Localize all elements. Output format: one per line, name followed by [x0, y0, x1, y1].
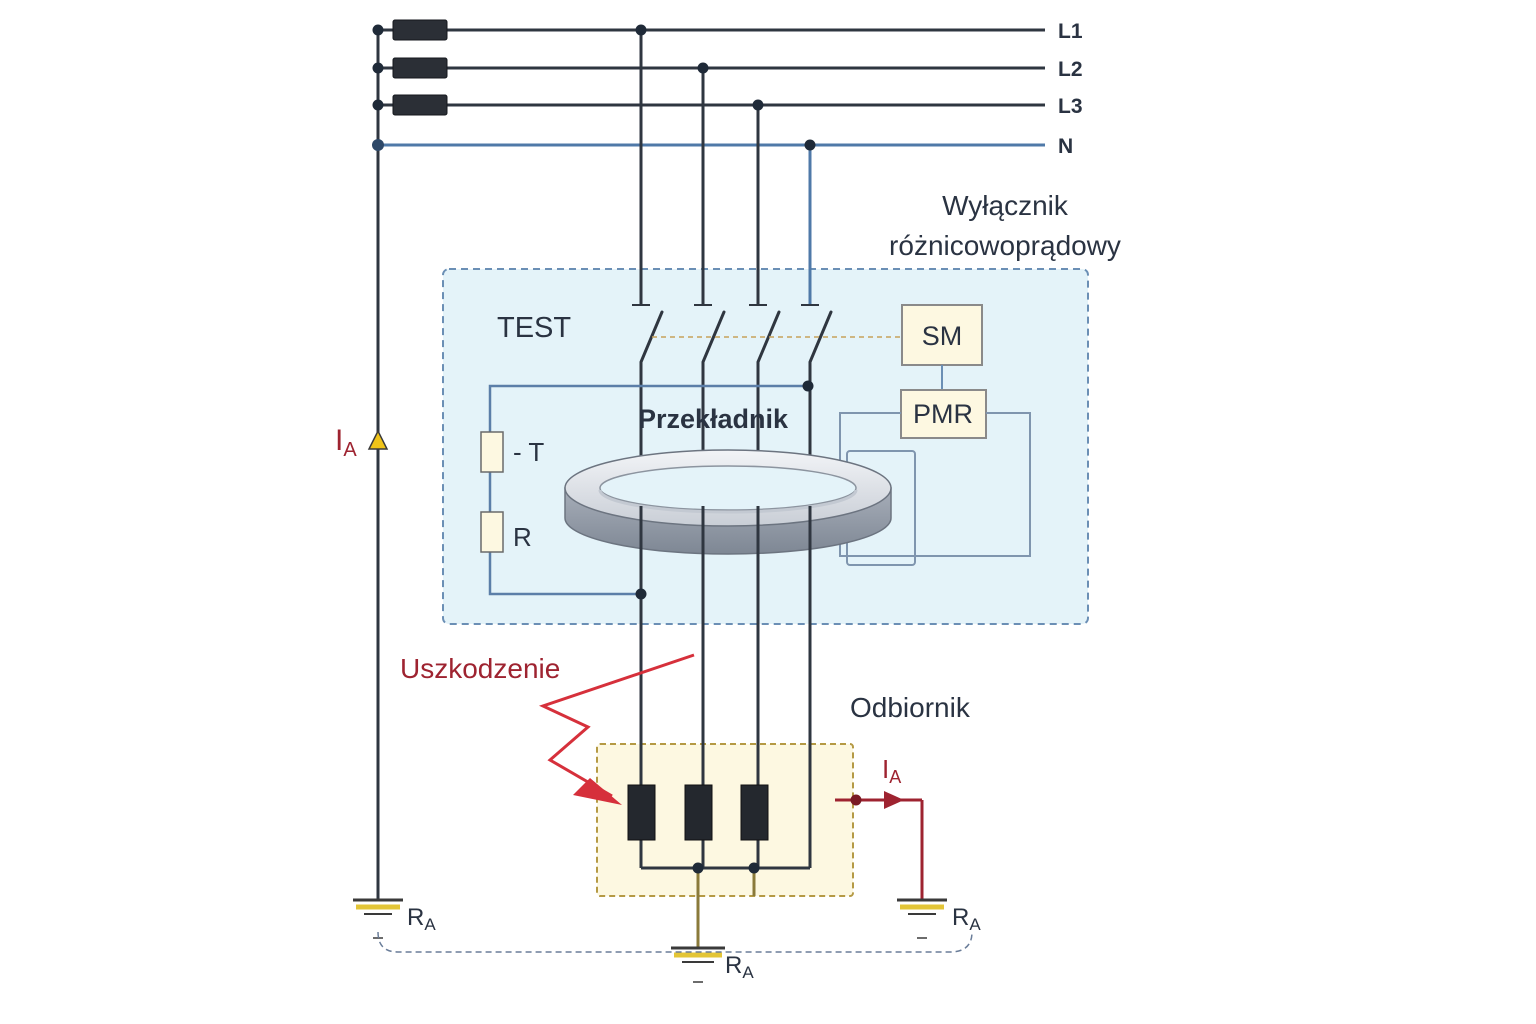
test-resistor-r	[480, 511, 504, 553]
earth-left-icon	[353, 898, 403, 939]
phase-drops	[639, 30, 760, 305]
fuses	[392, 19, 448, 116]
current-symbol: I	[882, 754, 889, 784]
through-conductors	[639, 362, 812, 868]
current-subscript: A	[889, 767, 901, 787]
rcd-title-line1: Wyłącznik	[942, 190, 1069, 221]
earth-return-path	[377, 931, 973, 953]
fault-lightning	[538, 653, 695, 798]
current-label-left: IA	[335, 424, 357, 461]
sm-box	[901, 304, 983, 366]
earth-symbol: R	[952, 904, 969, 931]
fuse-l2	[392, 57, 448, 79]
resistor-label: R	[513, 522, 532, 552]
load-impedance-3	[740, 784, 769, 841]
earth-right-icon	[897, 898, 947, 939]
label-l2: L2	[1058, 58, 1083, 81]
label-n: N	[1058, 135, 1073, 158]
earth-symbol: R	[725, 952, 742, 979]
current-symbol: I	[335, 424, 343, 457]
fault-current-arrow	[884, 791, 904, 809]
earth-subscript: A	[424, 915, 436, 934]
load-impedance-1	[627, 784, 656, 841]
earth-symbol: R	[407, 904, 424, 931]
junction-dots	[372, 24, 862, 874]
load-housing	[596, 743, 854, 897]
load-impedances	[627, 784, 769, 841]
fault-label: Uszkodzenie	[400, 653, 560, 684]
rcd-title-line2: różnicowoprądowy	[889, 230, 1121, 261]
earth-label-left: RA	[407, 904, 436, 934]
test-resistor-t	[480, 431, 504, 473]
ring-front-conductors	[639, 506, 812, 560]
fuse-l1	[392, 19, 448, 41]
transformer-label: Przekładnik	[638, 404, 789, 434]
current-subscript: A	[343, 439, 357, 461]
earth-center-icon	[671, 946, 725, 983]
pmr-box	[900, 389, 987, 439]
load-impedance-2	[684, 784, 713, 841]
test-label: TEST	[497, 312, 571, 344]
label-l3: L3	[1058, 95, 1083, 118]
fuse-l3	[392, 94, 448, 116]
current-arrow-icon	[367, 429, 389, 450]
load-title: Odbiornik	[850, 692, 971, 723]
earth-label-center: RA	[725, 952, 754, 982]
test-circuit-wire	[488, 384, 810, 596]
earth-subscript: A	[969, 915, 981, 934]
current-label-right: IA	[882, 754, 901, 787]
test-resistor-label: - T	[513, 437, 544, 467]
secondary-outer	[839, 412, 1031, 557]
switch-blades	[639, 310, 833, 364]
current-transformer-ring	[564, 449, 892, 555]
label-l1: L1	[1058, 20, 1083, 43]
fault-arrowhead	[573, 778, 622, 805]
earth-label-right: RA	[952, 904, 981, 934]
earth-subscript: A	[742, 963, 754, 982]
sm-label: SM	[922, 321, 963, 351]
pmr-label: PMR	[913, 399, 973, 429]
supply-lines	[378, 28, 1045, 107]
